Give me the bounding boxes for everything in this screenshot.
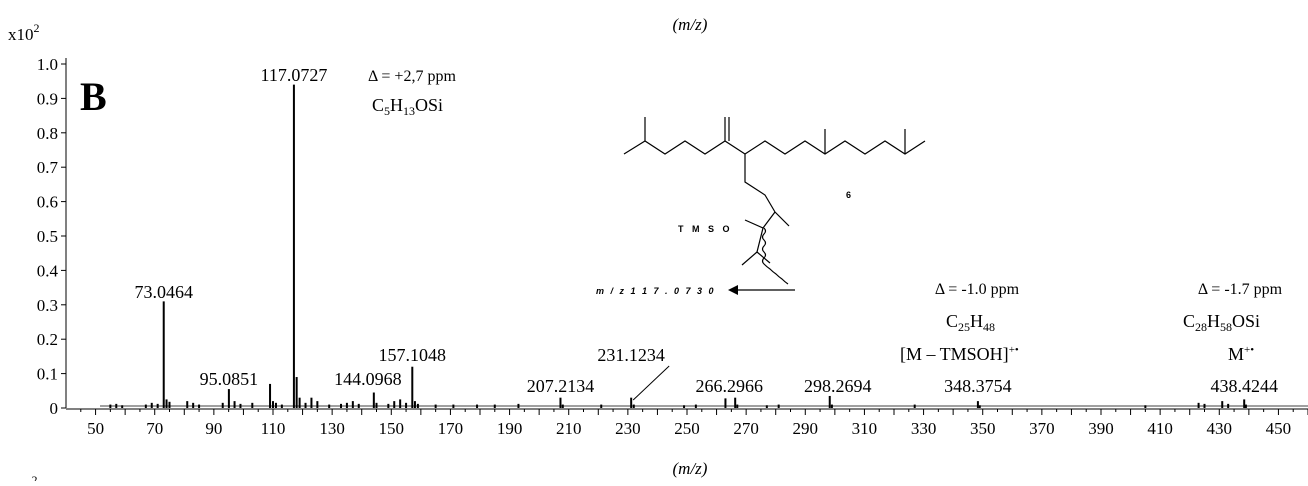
annotation-348-formula: C25H48 [946, 311, 995, 334]
x-tick-label: 390 [1088, 419, 1114, 438]
panel-letter: B [80, 74, 107, 119]
x-tick-label: 370 [1029, 419, 1055, 438]
peak-label: 298.2694 [804, 376, 872, 396]
peak-label: 157.1048 [379, 345, 447, 365]
x-tick-label: 230 [615, 419, 641, 438]
peak-label: 438.4244 [1210, 376, 1278, 396]
annotation-117-formula: C5H13OSi [372, 95, 443, 118]
peak-label: 348.3754 [944, 376, 1012, 396]
x-tick-label: 150 [379, 419, 405, 438]
x-tick-label: 330 [911, 419, 937, 438]
annotation-348-ion: [M – TMSOH]+• [900, 344, 1019, 364]
structure-tmso-label: T M S O [678, 224, 733, 234]
annotation-348: Δ = -1.0 ppm C25H48 [M – TMSOH]+• [900, 281, 1020, 364]
peak-label-leader [632, 365, 670, 401]
x-tick-label: 310 [852, 419, 878, 438]
y-tick-label: 0.5 [37, 227, 58, 246]
x-tick-label: 50 [87, 419, 104, 438]
structure-mz-label: m / z 1 1 7 . 0 7 3 0 [596, 286, 716, 296]
y-multiplier-label: x102 [8, 21, 40, 44]
y-tick-label: 0.2 [37, 330, 58, 349]
x-tick-label: 90 [205, 419, 222, 438]
x-tick-label: 450 [1266, 419, 1292, 438]
peak-label: 73.0464 [134, 282, 193, 302]
bottom-cut-multiplier: x102 [6, 473, 38, 481]
peak-label: 266.2966 [695, 376, 763, 396]
axes: 0 0.1 0.2 0.3 0.4 0.5 0.6 0.7 0.8 0.9 1.0 50 70 90 110… [37, 55, 1308, 438]
annotation-438-ion: M+• [1228, 344, 1254, 364]
annotation-438-delta: Δ = -1.7 ppm [1198, 281, 1283, 298]
y-tick-label: 0.8 [37, 124, 58, 143]
x-tick-label: 110 [261, 419, 286, 438]
peak-label: 117.0727 [260, 65, 327, 85]
y-tick-label: 0 [50, 399, 59, 418]
x-tick-label: 430 [1207, 419, 1233, 438]
peak-label: 207.2134 [527, 376, 595, 396]
x-axis-bottom-label: (m/z) [673, 459, 708, 478]
peak-label: 144.0968 [334, 369, 402, 389]
annotation-438: Δ = -1.7 ppm C28H58OSi M+• [1183, 281, 1283, 364]
annotation-117: Δ = +2,7 ppm C5H13OSi [368, 68, 456, 118]
peaks [109, 84, 1247, 408]
structure-compound-number: 6 [846, 190, 854, 200]
y-tick-label: 0.9 [37, 89, 58, 108]
x-tick-label: 290 [793, 419, 819, 438]
x-tick-label: 170 [438, 419, 464, 438]
x-axis-top-label: (m/z) [673, 15, 708, 34]
x-tick-label: 130 [319, 419, 345, 438]
x-tick-label: 210 [556, 419, 582, 438]
annotation-117-delta: Δ = +2,7 ppm [368, 68, 456, 85]
x-tick-label: 70 [146, 419, 163, 438]
y-tick-label: 1.0 [37, 55, 58, 74]
structure-arrow-head [728, 285, 738, 295]
y-tick-label: 0.7 [37, 158, 59, 177]
annotation-348-delta: Δ = -1.0 ppm [935, 281, 1020, 298]
x-tick-label: 350 [970, 419, 996, 438]
chemical-structure-drawing [623, 117, 926, 291]
x-tick-label: 250 [674, 419, 700, 438]
peak-label: 95.0851 [200, 369, 259, 389]
y-tick-label: 0.4 [37, 261, 59, 280]
y-tick-label: 0.3 [37, 296, 58, 315]
peak-label: 231.1234 [597, 345, 665, 365]
y-tick-label: 0.6 [37, 193, 58, 212]
x-tick-label: 270 [733, 419, 759, 438]
x-tick-label: 410 [1147, 419, 1173, 438]
annotation-438-formula: C28H58OSi [1183, 311, 1260, 334]
peak-labels: 73.0464 95.0851 117.0727 144.0968 157.1048 20… [134, 65, 1278, 401]
y-tick-label: 0.1 [37, 365, 58, 384]
x-tick-label: 190 [497, 419, 523, 438]
